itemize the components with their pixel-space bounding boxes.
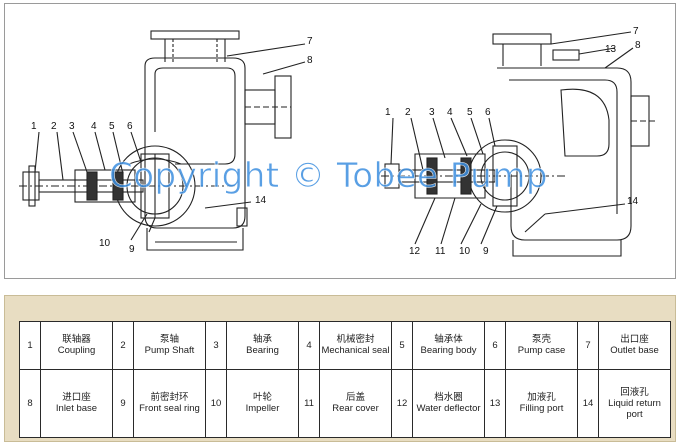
left-callout-2: 2 <box>51 121 57 132</box>
left-outlet-flange <box>150 30 240 40</box>
part-number: 2 <box>112 321 134 370</box>
right-callout-3: 3 <box>429 107 435 118</box>
left-callout-10: 10 <box>99 238 111 249</box>
right-callout-14: 14 <box>627 196 639 207</box>
right-callout-8: 8 <box>635 40 641 51</box>
right-callout-2: 2 <box>405 107 411 118</box>
right-callout-1: 1 <box>385 107 391 118</box>
left-callout-8: 8 <box>307 55 313 66</box>
right-callout-13: 13 <box>605 44 617 55</box>
left-callout-9: 9 <box>129 244 135 255</box>
part-number: 12 <box>391 368 413 439</box>
part-number: 1 <box>19 321 41 370</box>
part-number: 14 <box>577 368 599 439</box>
part-number: 4 <box>298 321 320 370</box>
part-number: 3 <box>205 321 227 370</box>
sectional-drawings: 1 2 3 4 5 6 7 8 9 10 14 1 2 3 4 5 6 7 8 … <box>19 26 655 257</box>
drawing-panel: 1 2 3 4 5 6 7 8 9 10 14 1 2 3 4 5 6 7 8 … <box>4 3 676 279</box>
left-callout-14: 14 <box>255 195 267 206</box>
part-number: 6 <box>484 321 506 370</box>
part-number: 13 <box>484 368 506 439</box>
part-number: 5 <box>391 321 413 370</box>
right-coupling <box>384 163 400 189</box>
left-callout-4: 4 <box>91 121 97 132</box>
left-casing <box>144 57 246 229</box>
right-callout-7: 7 <box>633 26 639 37</box>
right-bearing-body <box>414 153 486 199</box>
part-number: 9 <box>112 368 134 439</box>
part-number: 10 <box>205 368 227 439</box>
part-number: 11 <box>298 368 320 439</box>
right-callout-11: 11 <box>435 246 446 257</box>
left-callout-6: 6 <box>127 121 133 132</box>
left-callout-7: 7 <box>307 36 313 47</box>
right-callout-10: 10 <box>459 246 471 257</box>
copyright-watermark: Copyright © Tobee Pump <box>109 156 548 197</box>
right-casing <box>497 67 632 241</box>
right-callouts: 1 2 3 4 5 6 7 8 9 10 11 12 13 14 <box>385 26 641 257</box>
part-number: 7 <box>577 321 599 370</box>
right-callout-5: 5 <box>467 107 473 118</box>
right-callout-4: 4 <box>447 107 453 118</box>
left-callouts: 1 2 3 4 5 6 7 8 9 10 14 <box>31 36 313 255</box>
left-callout-1: 1 <box>31 121 37 132</box>
right-callout-6: 6 <box>485 107 491 118</box>
left-callout-3: 3 <box>69 121 75 132</box>
right-filling-port <box>552 49 580 61</box>
left-coupling <box>22 171 40 201</box>
right-callout-9: 9 <box>483 246 489 257</box>
right-callout-12: 12 <box>409 246 421 257</box>
part-number: 8 <box>19 368 41 439</box>
right-outlet-flange <box>492 33 552 45</box>
right-pump-drawing <box>381 31 655 257</box>
left-callout-5: 5 <box>109 121 115 132</box>
left-pump-drawing <box>19 30 306 251</box>
